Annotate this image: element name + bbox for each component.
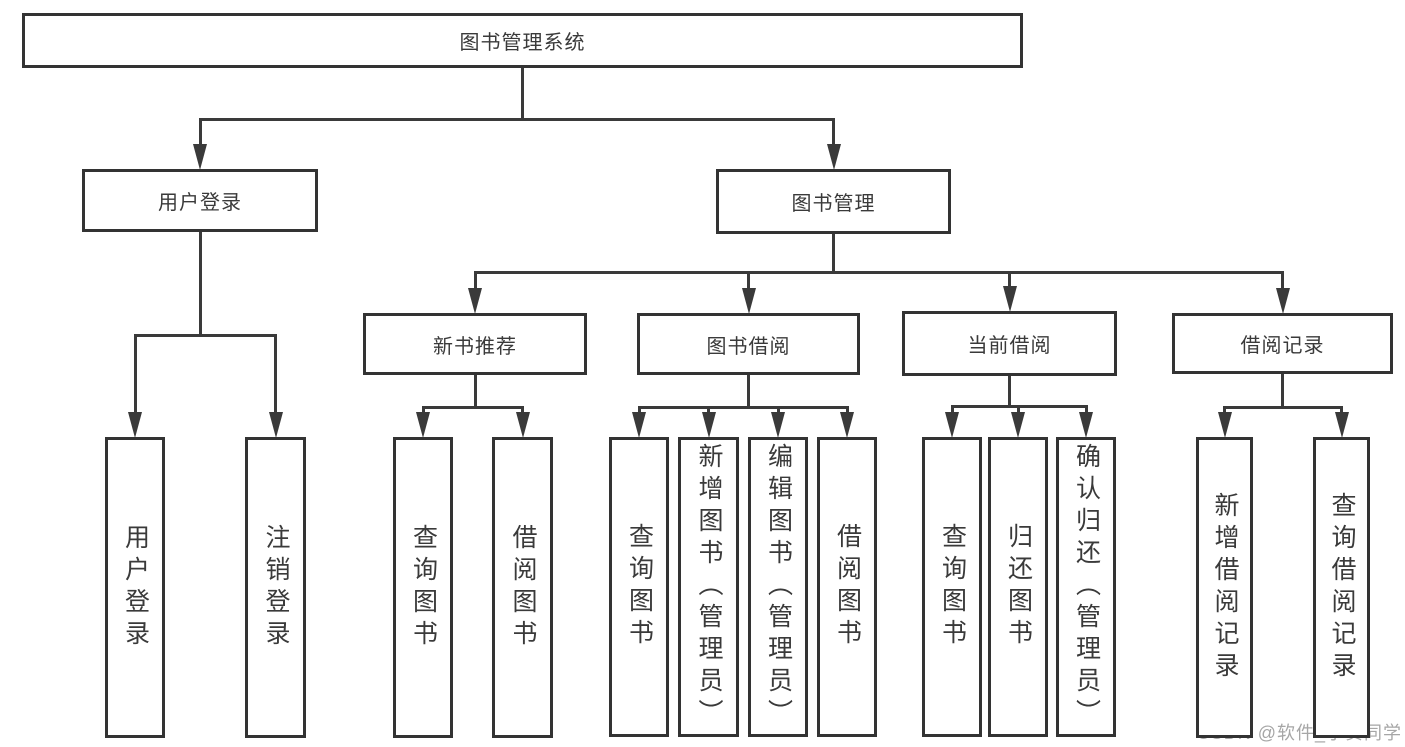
- node-label-current-borrow: 当前借阅: [967, 335, 1052, 357]
- connector-drop-cb-return: [1016, 406, 1020, 415]
- node-bw-edit: 编辑图书（管理员）: [748, 437, 808, 737]
- arrowhead-into-logout: [268, 412, 283, 438]
- connector-drop-bw-edit: [776, 407, 780, 415]
- arrowhead-into-cb-return: [1011, 412, 1025, 438]
- connector-drop-bw-add: [707, 407, 710, 415]
- connector-drop-nr-borrow: [521, 407, 524, 415]
- node-label-cb-confirm: 确认归还（管理员）: [1072, 443, 1101, 731]
- connector-drop-book-borrow: [747, 272, 750, 291]
- connector-drop-user-login: [198, 119, 202, 147]
- node-borrow-records: 借阅记录: [1172, 313, 1393, 374]
- connector-drop-rec-query: [1340, 407, 1343, 415]
- node-book-borrow: 图书借阅: [637, 313, 860, 375]
- connector-rail-root: [198, 117, 835, 121]
- node-label-borrow-records: 借阅记录: [1240, 335, 1325, 357]
- node-rec-add: 新增借阅记录: [1196, 437, 1253, 738]
- node-label-cb-return: 归还图书: [1004, 523, 1033, 651]
- connector-drop-book-mgmt: [832, 119, 835, 147]
- arrowhead-into-cb-query: [945, 412, 959, 438]
- node-label-new-book-rec: 新书推荐: [433, 335, 517, 358]
- arrowhead-into-new-book-rec: [468, 288, 482, 314]
- arrowhead-into-bw-add: [701, 412, 716, 438]
- node-label-book-mgmt: 图书管理: [791, 193, 876, 215]
- arrowhead-into-bw-edit: [771, 412, 785, 438]
- node-label-bw-borrow: 借阅图书: [833, 523, 862, 651]
- arrowhead-into-user-login: [193, 144, 207, 170]
- node-nr-query: 查询图书: [393, 437, 453, 738]
- connector-drop-new-book-rec: [473, 272, 477, 291]
- arrowhead-into-book-borrow: [741, 288, 756, 314]
- connector-rail-borrow-records: [1223, 405, 1343, 409]
- node-label-bw-add: 新增图书（管理员）: [695, 443, 723, 731]
- connector-drop-bw-query: [637, 407, 641, 415]
- arrowhead-into-login: [128, 412, 142, 438]
- arrowhead-into-nr-borrow: [515, 412, 530, 438]
- node-book-mgmt: 图书管理: [716, 169, 951, 234]
- node-current-borrow: 当前借阅: [902, 311, 1117, 376]
- connector-drop-rec-add: [1223, 407, 1226, 415]
- node-label-bw-edit: 编辑图书（管理员）: [764, 443, 793, 731]
- node-label-rec-add: 新增借阅记录: [1211, 491, 1239, 684]
- arrowhead-into-bw-borrow: [840, 412, 854, 438]
- node-label-login: 用户登录: [121, 523, 150, 652]
- node-label-rec-query: 查询借阅记录: [1328, 491, 1356, 684]
- connector-drop-current-borrow: [1008, 272, 1011, 289]
- connector-stem-book-borrow: [747, 375, 750, 407]
- arrowhead-into-current-borrow: [1002, 286, 1017, 312]
- node-cb-return: 归还图书: [988, 437, 1048, 737]
- connector-drop-cb-confirm: [1084, 406, 1088, 415]
- connector-rail-book-borrow: [637, 405, 849, 409]
- arrowhead-into-rec-query: [1334, 412, 1349, 438]
- arrowhead-into-borrow-records: [1275, 288, 1290, 314]
- arrowhead-into-book-mgmt: [826, 144, 841, 170]
- connector-drop-bw-borrow: [845, 407, 849, 415]
- arrowhead-into-bw-query: [632, 412, 646, 438]
- node-label-root: 图书管理系统: [459, 32, 586, 54]
- node-cb-query: 查询图书: [922, 437, 982, 737]
- connector-drop-nr-query: [421, 407, 425, 415]
- node-label-bw-query: 查询图书: [625, 523, 654, 651]
- connector-stem-new-book-rec: [473, 375, 477, 407]
- arrowhead-into-cb-confirm: [1079, 412, 1093, 438]
- node-user-login: 用户登录: [82, 169, 318, 232]
- node-login: 用户登录: [105, 437, 165, 738]
- node-bw-borrow: 借阅图书: [817, 437, 877, 737]
- node-cb-confirm: 确认归还（管理员）: [1056, 437, 1116, 737]
- node-label-logout: 注销登录: [262, 523, 290, 652]
- node-label-cb-query: 查询图书: [938, 523, 967, 651]
- node-logout: 注销登录: [245, 437, 306, 738]
- arrowhead-into-nr-query: [416, 412, 430, 438]
- node-rec-query: 查询借阅记录: [1313, 437, 1370, 738]
- connector-stem-current-borrow: [1008, 376, 1011, 406]
- connector-stem-user-login: [198, 232, 202, 335]
- connector-stem-book-mgmt: [832, 234, 835, 272]
- connector-rail-book-mgmt: [473, 270, 1284, 274]
- node-nr-borrow: 借阅图书: [492, 437, 553, 738]
- connector-rail-user-login: [133, 333, 277, 337]
- connector-drop-borrow-records: [1281, 272, 1284, 291]
- node-bw-add: 新增图书（管理员）: [678, 437, 739, 737]
- node-label-nr-query: 查询图书: [409, 523, 438, 652]
- node-new-book-rec: 新书推荐: [363, 313, 587, 375]
- connector-drop-logout: [274, 335, 277, 415]
- node-label-book-borrow: 图书借阅: [706, 335, 791, 358]
- connector-stem-borrow-records: [1281, 374, 1284, 407]
- node-label-user-login: 用户登录: [158, 192, 242, 214]
- node-bw-query: 查询图书: [609, 437, 669, 737]
- node-label-nr-borrow: 借阅图书: [509, 523, 537, 652]
- arrowhead-into-rec-add: [1217, 412, 1232, 438]
- connector-drop-login: [133, 335, 137, 415]
- node-root: 图书管理系统: [22, 13, 1023, 68]
- connector-stem-root: [521, 68, 524, 119]
- connector-rail-new-book-rec: [421, 405, 524, 409]
- connector-drop-cb-query: [950, 406, 954, 415]
